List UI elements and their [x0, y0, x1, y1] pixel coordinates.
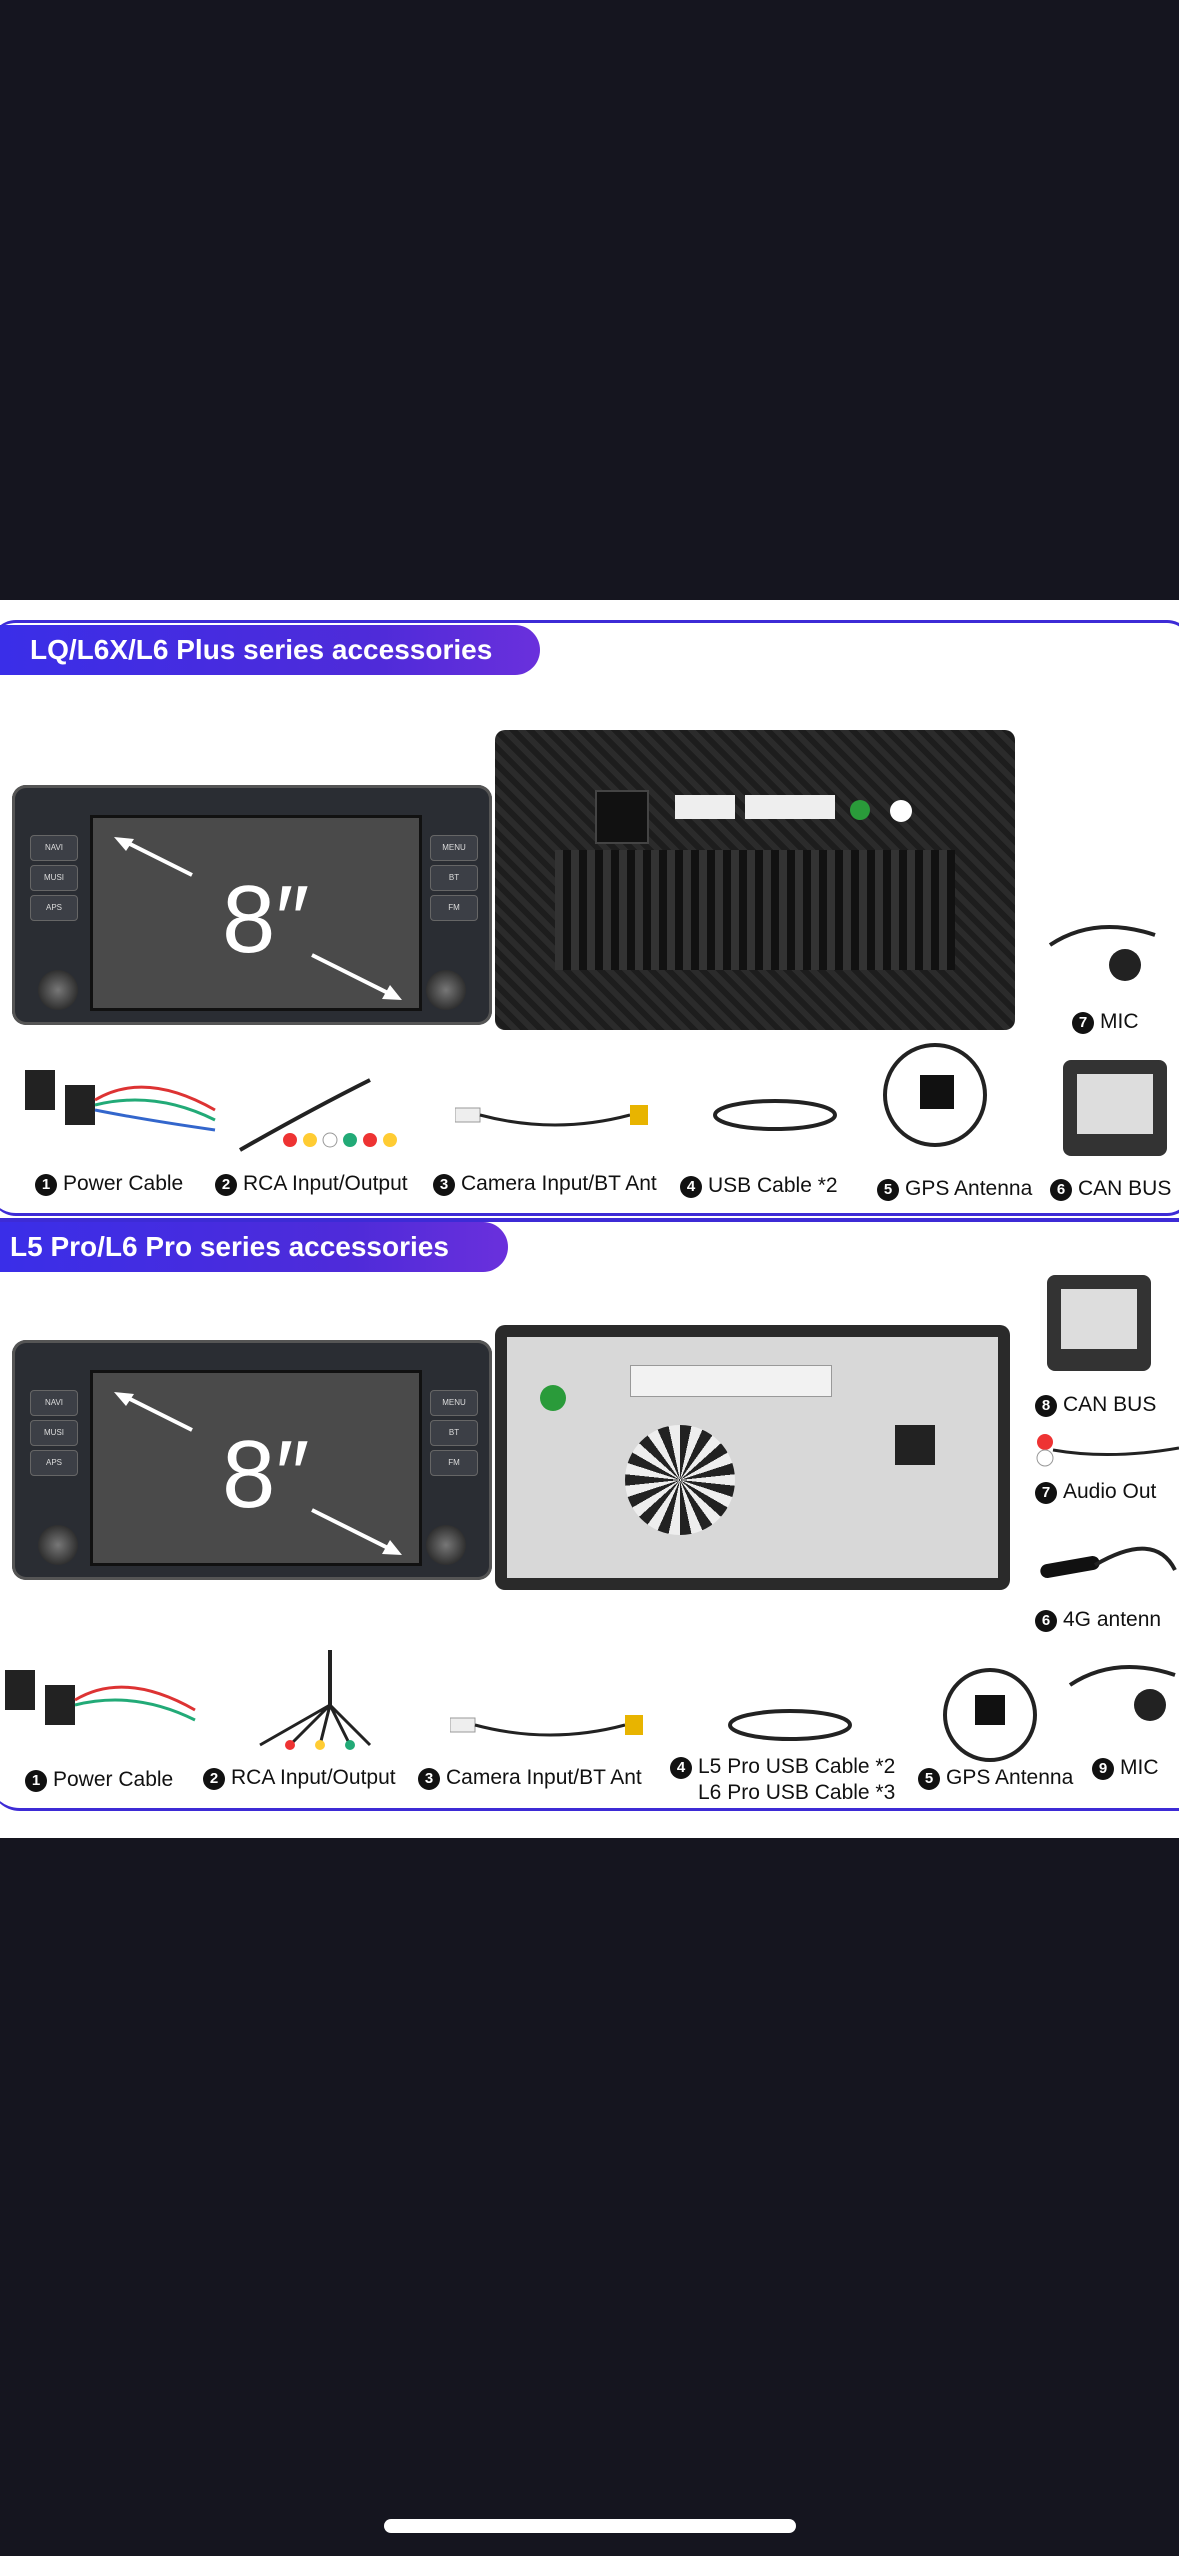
bottom-section-frame	[0, 1218, 1179, 1811]
menu-button-bottom: MENU	[430, 1390, 478, 1416]
usb-cable-image	[705, 1090, 845, 1140]
screen-size-label-bottom: 8″	[222, 1421, 310, 1528]
diagonal-arrows-icon	[114, 1392, 402, 1555]
tune-knob-bottom	[426, 1525, 466, 1565]
diagonal-arrows-icon	[114, 837, 402, 1000]
musi-button: MUSI	[30, 865, 78, 891]
rca-cable-image-bottom	[240, 1645, 380, 1755]
mic-image-bottom	[1065, 1655, 1179, 1725]
musi-button-bottom: MUSI	[30, 1420, 78, 1446]
bottom-section-title: L5 Pro/L6 Pro series accessories	[0, 1222, 508, 1272]
aps-button: APS	[30, 895, 78, 921]
gps-antenna-image	[860, 1040, 1000, 1160]
bt-button-bottom: BT	[430, 1420, 478, 1446]
rca-cable-image	[230, 1070, 430, 1160]
fm-button: FM	[430, 895, 478, 921]
home-indicator[interactable]	[384, 2519, 796, 2533]
product-image: LQ/L6X/L6 Plus series accessories 8″ NAV…	[0, 600, 1179, 1838]
camera-cable-image	[454, 1100, 655, 1140]
bt-button: BT	[430, 865, 478, 891]
top-section-title: LQ/L6X/L6 Plus series accessories	[0, 625, 540, 675]
can-bus-image	[1063, 1060, 1167, 1156]
section-separator	[0, 1218, 1179, 1222]
radio-back-panel-top	[495, 730, 1015, 1030]
power-cable-image-bottom	[5, 1660, 205, 1740]
can-bus-image-bottom	[1047, 1275, 1151, 1371]
top-section-frame	[0, 620, 1179, 1216]
volume-knob-bottom	[38, 1525, 78, 1565]
fm-button-bottom: FM	[430, 1450, 478, 1476]
usb-cable-image-bottom	[720, 1700, 860, 1750]
mic-image	[1045, 915, 1175, 985]
menu-button: MENU	[430, 835, 478, 861]
4g-antenna-image	[1035, 1520, 1179, 1590]
aps-button-bottom: APS	[30, 1450, 78, 1476]
navi-button-bottom: NAVI	[30, 1390, 78, 1416]
volume-knob	[38, 970, 78, 1010]
power-cable-image	[25, 1060, 225, 1150]
audio-out-image	[1030, 1430, 1179, 1470]
radio-back-panel-bottom	[495, 1325, 1010, 1590]
camera-cable-image-bottom	[449, 1710, 650, 1750]
tune-knob	[426, 970, 466, 1010]
navi-button: NAVI	[30, 835, 78, 861]
screen-size-label: 8″	[222, 866, 310, 973]
gps-antenna-image-bottom	[925, 1660, 1055, 1770]
